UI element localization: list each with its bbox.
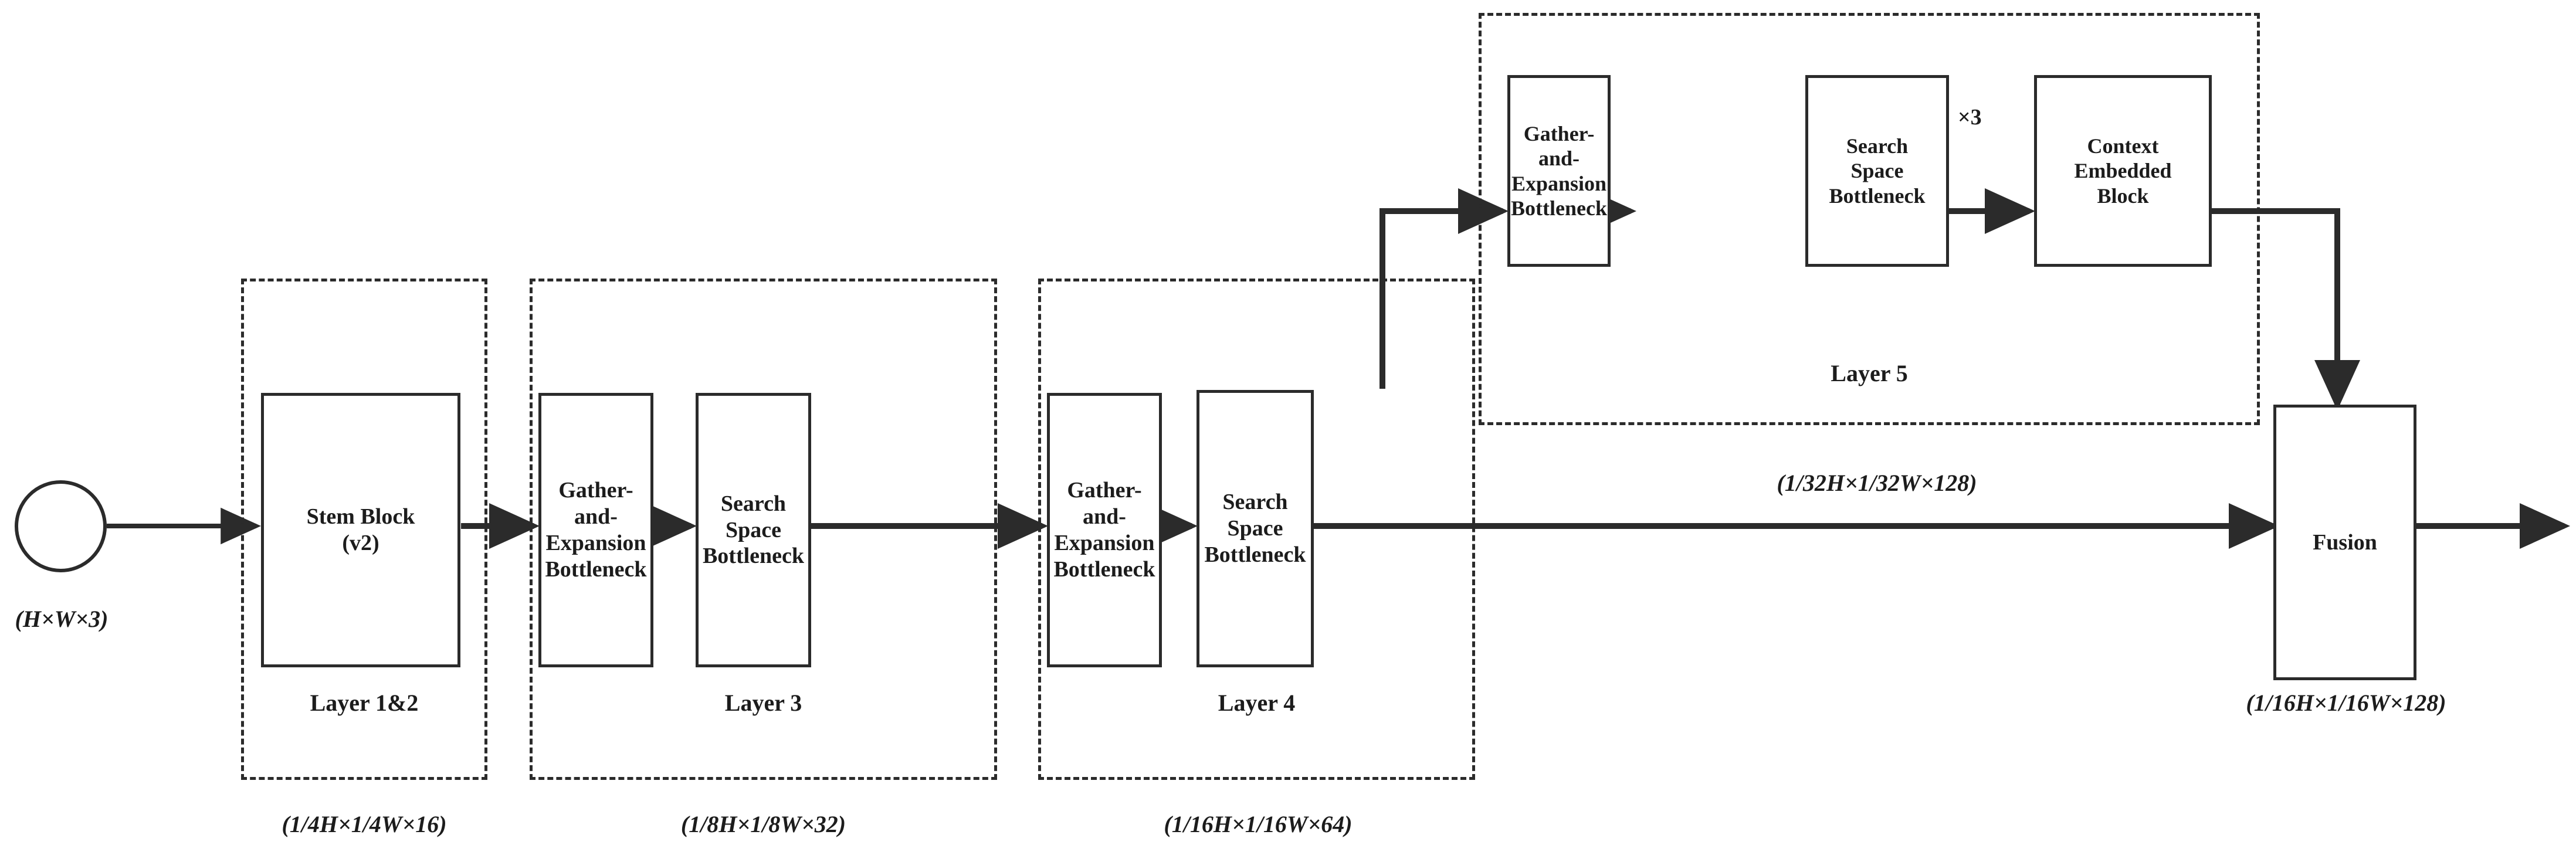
block-l3-gather-line1: Gather- <box>558 478 633 503</box>
block-l5-search-line1: Search <box>1846 134 1909 158</box>
group-label-layer-3: Layer 3 <box>724 690 802 716</box>
block-l3-search-line3: Bottleneck <box>702 544 805 569</box>
block-l4-search-line3: Bottleneck <box>1204 542 1306 567</box>
block-l5-search-space: Search Space Bottleneck <box>1805 75 1949 267</box>
block-l5-gather-expansion: Gather- and- Expansion Bottleneck <box>1507 75 1611 267</box>
dim-label-layer-3: (1/8H×1/8W×32) <box>680 811 846 837</box>
block-l3-gather-line4: Bottleneck <box>545 556 647 582</box>
block-l3-gather-expansion: Gather- and- Expansion Bottleneck <box>538 393 653 667</box>
block-l5-context-embedded: Context Embedded Block <box>2034 75 2212 267</box>
output-dim-label: (1/16H×1/16W×128) <box>2246 690 2446 716</box>
input-node <box>15 480 107 572</box>
group-layer-4 <box>1038 279 1475 780</box>
input-dim-label: (H×W×3) <box>15 606 109 632</box>
block-l3-search-space: Search Space Bottleneck <box>696 393 811 667</box>
block-l4-gather-line1: Gather- <box>1067 478 1142 503</box>
group-layer-3 <box>530 279 997 780</box>
block-fusion-line1: Fusion <box>2313 530 2377 555</box>
group-label-layer-1-2: Layer 1&2 <box>310 690 419 716</box>
block-l5-gather-line1: Gather- <box>1523 121 1595 145</box>
block-l4-gather-line4: Bottleneck <box>1053 556 1155 582</box>
repeat-count-label: ×3 <box>1958 105 1982 130</box>
block-l4-gather-line2: and- <box>1083 504 1126 530</box>
block-l4-search-space: Search Space Bottleneck <box>1197 390 1314 667</box>
block-l4-search-line1: Search <box>1222 490 1288 515</box>
block-l5-gather-line3: Expansion <box>1511 171 1607 195</box>
block-l5-gather-line4: Bottleneck <box>1511 196 1607 220</box>
block-l4-gather-line3: Expansion <box>1054 531 1155 555</box>
block-stem: Stem Block (v2) <box>261 393 460 667</box>
block-l3-search-line2: Space <box>725 517 781 542</box>
dim-label-layer-5: (1/32H×1/32W×128) <box>1777 470 1977 496</box>
block-stem-line2: (v2) <box>342 531 379 555</box>
block-l3-gather-line3: Expansion <box>545 531 646 555</box>
block-l5-context-line1: Context <box>2087 134 2159 158</box>
group-layer-5 <box>1479 13 2260 425</box>
block-l5-context-line3: Block <box>2097 184 2149 208</box>
block-l5-gather-line2: and- <box>1538 147 1580 171</box>
block-l3-search-line1: Search <box>720 491 787 516</box>
group-label-layer-4: Layer 4 <box>1218 690 1296 716</box>
block-l5-context-line2: Embedded <box>2074 159 2172 183</box>
group-label-layer-5: Layer 5 <box>1831 360 1908 386</box>
block-l4-search-line2: Space <box>1227 516 1283 541</box>
dim-label-layer-1-2: (1/4H×1/4W×16) <box>282 811 447 837</box>
block-fusion: Fusion <box>2273 405 2416 680</box>
block-l4-gather-expansion: Gather- and- Expansion Bottleneck <box>1047 393 1162 667</box>
block-stem-line1: Stem Block <box>306 504 415 530</box>
block-l5-search-line2: Space <box>1850 159 1904 183</box>
block-l3-gather-line2: and- <box>574 504 618 530</box>
block-l5-search-line3: Bottleneck <box>1829 184 1926 208</box>
dim-label-layer-4: (1/16H×1/16W×64) <box>1164 811 1353 837</box>
group-layer-1-2 <box>241 279 487 780</box>
